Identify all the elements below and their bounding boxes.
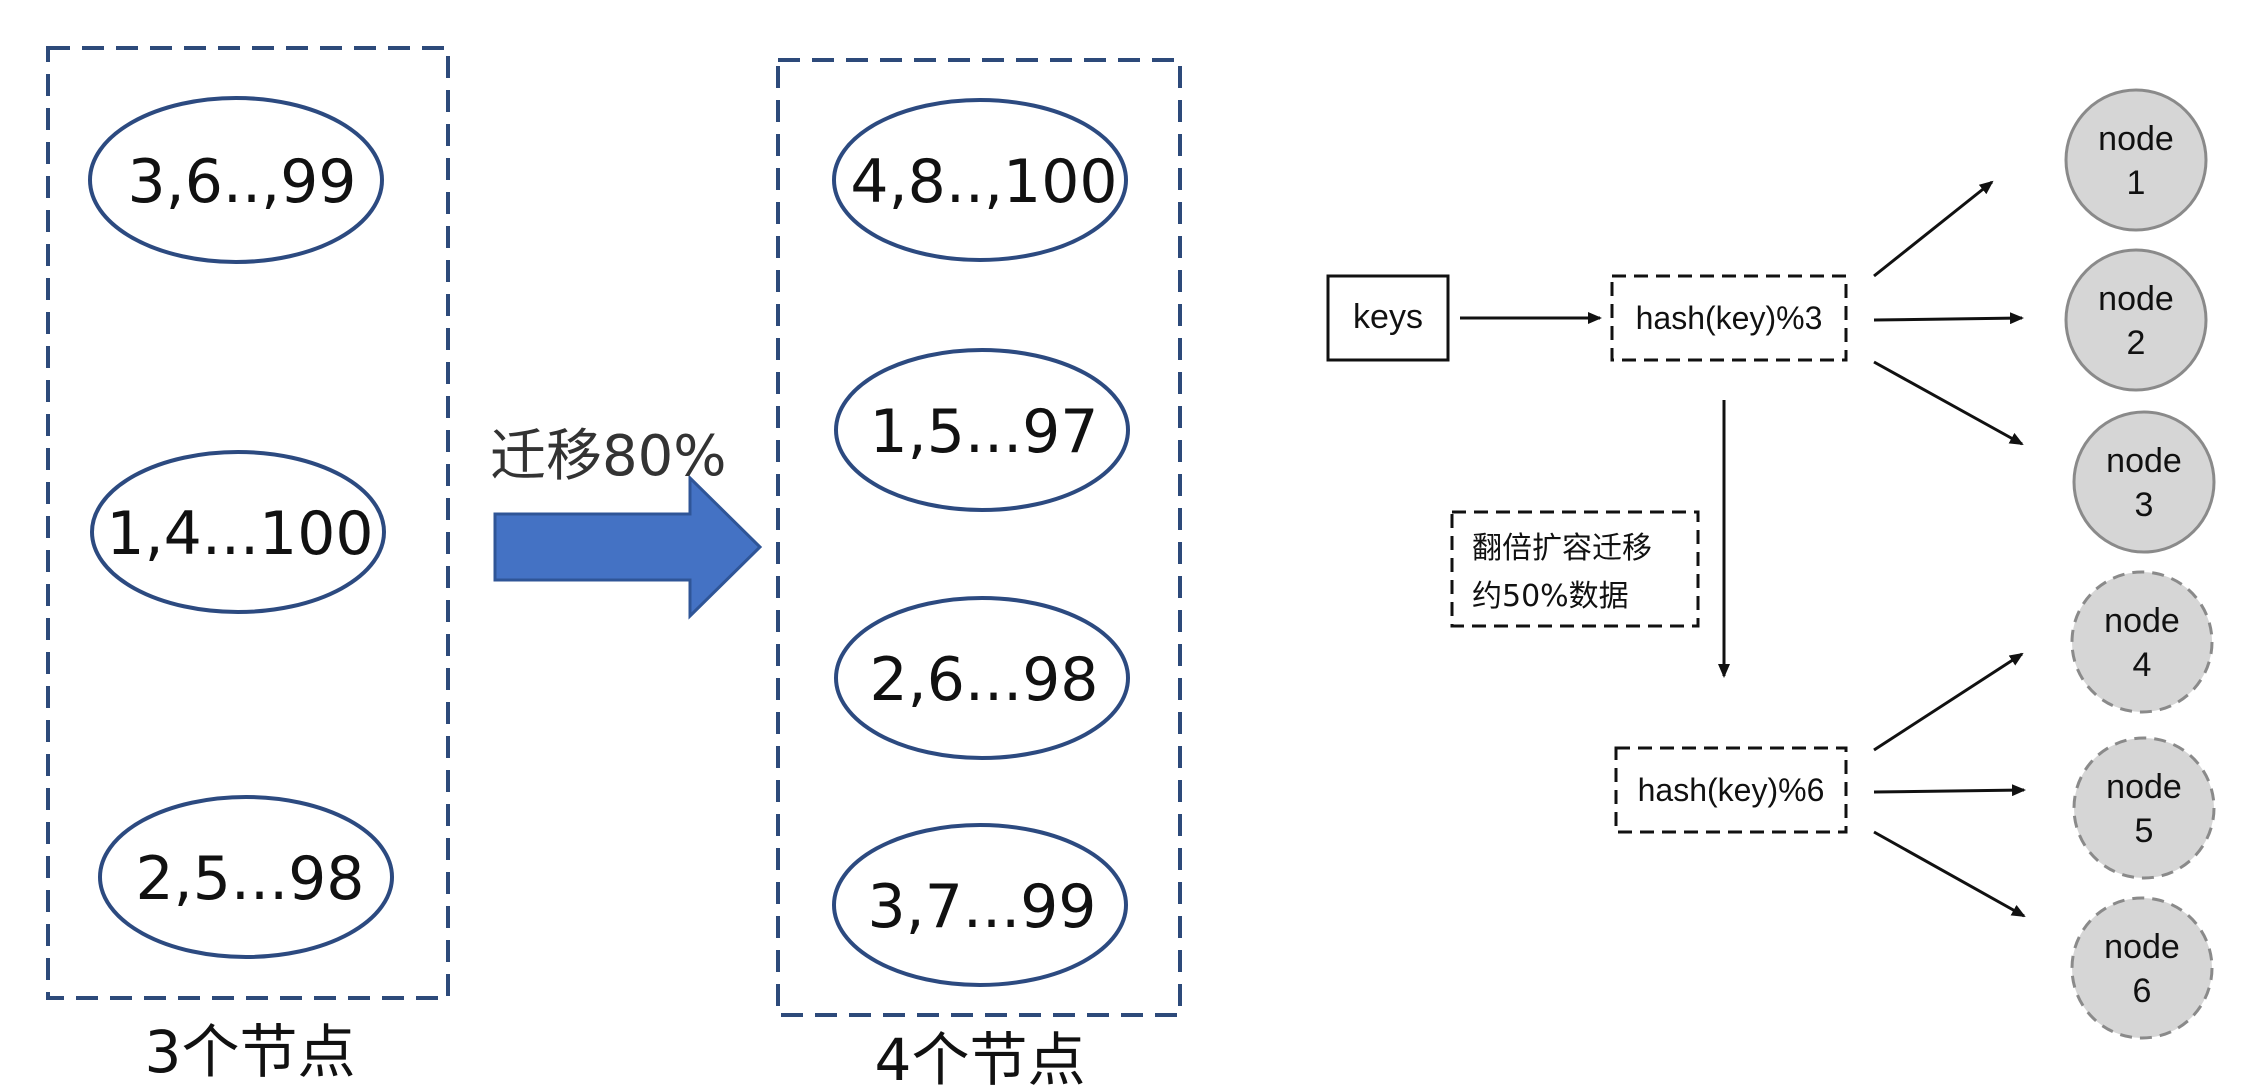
migration-note-line: 翻倍扩容迁移 <box>1472 531 1652 566</box>
node-circle <box>2064 248 2208 392</box>
node-word: node <box>2104 928 2180 966</box>
keys-box <box>1326 274 1450 362</box>
node-circle <box>2070 570 2214 714</box>
keys-label: keys <box>1353 298 1423 336</box>
node-number: 6 <box>2133 972 2152 1010</box>
node-word: node <box>2104 602 2180 640</box>
node-number: 3 <box>2135 486 2154 524</box>
route-arrow <box>1873 830 2026 918</box>
node-number: 2 <box>2127 324 2146 362</box>
node-2: node 2 <box>2064 248 2208 392</box>
node-number: 5 <box>2135 812 2154 850</box>
node-circle <box>2070 896 2214 1040</box>
node-number: 4 <box>2133 646 2152 684</box>
hash-mod6-box <box>1614 746 1848 834</box>
node-word: node <box>2106 442 2182 480</box>
shard-ellipse <box>834 348 1130 512</box>
route-arrow <box>1873 312 2024 325</box>
migration-arrow-shape <box>493 474 763 620</box>
migration-label: 迁移80% <box>490 424 726 489</box>
shard-label: 1,4...100 <box>106 499 373 569</box>
shard-ellipse <box>832 98 1128 262</box>
shard-ellipse <box>98 795 394 959</box>
migration-note-line: 约50%数据 <box>1472 579 1629 614</box>
group-three-nodes-caption: 3个节点 <box>145 1018 356 1086</box>
shard-label: 2,5...98 <box>136 844 365 914</box>
node-5: node 5 <box>2072 736 2216 880</box>
node-4: node 4 <box>2070 570 2214 714</box>
route-arrow <box>1873 784 2026 797</box>
node-circle <box>2072 410 2216 554</box>
migration-note-box <box>1450 510 1700 628</box>
shard-ellipse <box>88 96 384 264</box>
group-three-nodes-border <box>46 46 450 1000</box>
route-arrow <box>1873 360 2024 446</box>
node-word: node <box>2098 280 2174 318</box>
shard-label: 1,5...97 <box>870 397 1099 467</box>
group-four-nodes: 4,8..,100 1,5...97 2,6...98 3,7...99 <box>776 58 1182 1017</box>
route-arrow <box>1873 180 1994 278</box>
node-1: node 1 <box>2064 88 2208 232</box>
shard-label: 3,7...99 <box>868 872 1097 942</box>
shard-label: 3,6..,99 <box>128 147 357 217</box>
node-circle <box>2072 736 2216 880</box>
route-arrow <box>1873 652 2024 752</box>
migration-arrow <box>493 474 763 620</box>
node-3: node 3 <box>2072 410 2216 554</box>
node-6: node 6 <box>2070 896 2214 1040</box>
shard-label: 2,6...98 <box>870 645 1099 715</box>
hash-mod3-box <box>1610 274 1848 362</box>
group-three-nodes: 3,6..,99 1,4...100 2,5...98 <box>46 46 450 1000</box>
shard-label: 4,8..,100 <box>850 147 1117 217</box>
hash-mod6-label: hash(key)%6 <box>1638 772 1825 808</box>
hash-routing-diagram: keys hash(key)%3 翻倍扩容迁移 约50%数据 hash(key)… <box>1326 88 2216 1040</box>
shard-ellipse <box>90 450 386 614</box>
group-four-nodes-caption: 4个节点 <box>875 1026 1086 1086</box>
node-word: node <box>2106 768 2182 806</box>
shard-ellipse <box>832 823 1128 987</box>
node-number: 1 <box>2127 164 2146 202</box>
hash-mod3-label: hash(key)%3 <box>1636 300 1823 336</box>
node-circle <box>2064 88 2208 232</box>
shard-ellipse <box>834 596 1130 760</box>
node-word: node <box>2098 120 2174 158</box>
